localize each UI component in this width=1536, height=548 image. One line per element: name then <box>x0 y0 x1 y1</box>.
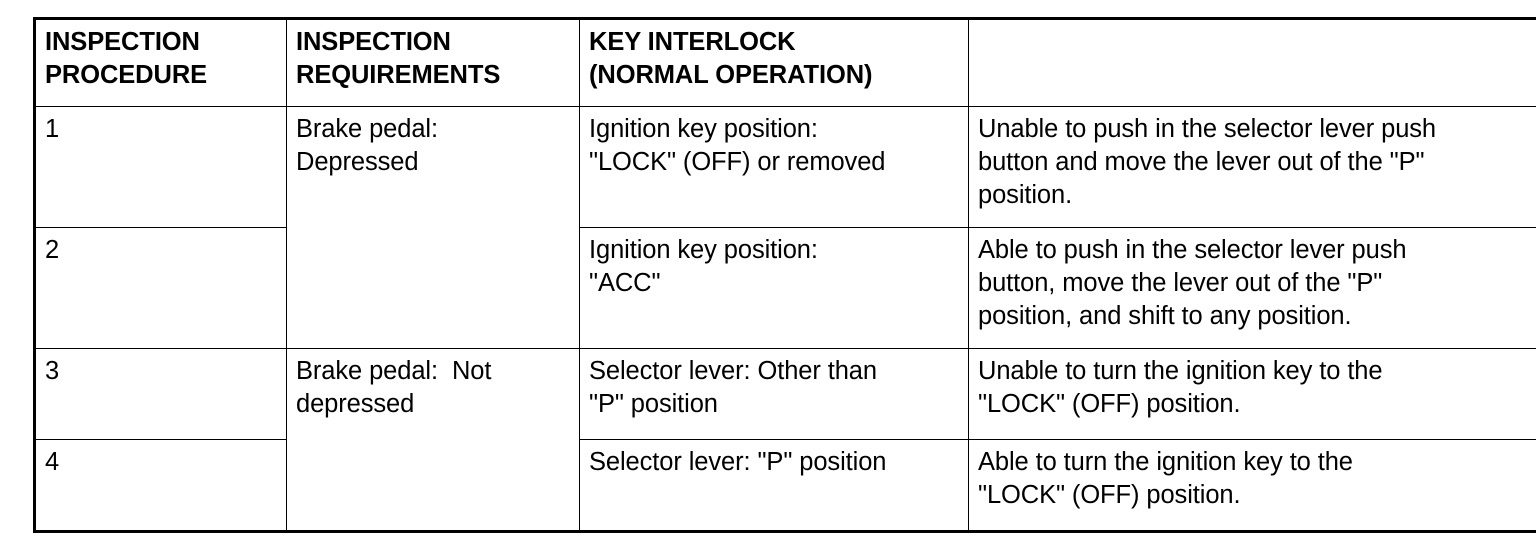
cell-requirement-brake-depressed-line-1: Brake pedal: <box>296 115 438 143</box>
cell-key-condition-1: Ignition key position: "LOCK" (OFF) or r… <box>579 106 969 228</box>
header-inspection-procedure-line-1: INSPECTION <box>45 28 200 56</box>
header-inspection-requirements: INSPECTION REQUIREMENTS <box>286 18 580 107</box>
cell-key-condition-3-line-2: "P" position <box>589 390 718 419</box>
cell-result-1-line-1: Unable to push in the selector lever pus… <box>978 115 1437 143</box>
cell-key-condition-1-line-1: Ignition key position: <box>589 115 818 143</box>
header-key-interlock-line-2: (NORMAL OPERATION) <box>589 61 873 90</box>
header-inspection-procedure: INSPECTION PROCEDURE <box>34 18 287 107</box>
cell-requirement-brake-depressed-line-2: Depressed <box>296 148 419 177</box>
cell-result-1: Unable to push in the selector lever pus… <box>968 106 1536 228</box>
table-row: 4 Selector lever: "P" position Able to t… <box>34 439 1536 532</box>
cell-key-condition-2-line-2: "ACC" <box>589 269 661 298</box>
cell-result-1-line-2: button and move the lever out of the "P" <box>978 148 1425 177</box>
cell-result-3-line-1: Unable to turn the ignition key to the <box>978 357 1383 385</box>
cell-result-1-line-3: position. <box>978 181 1073 210</box>
cell-key-condition-4-line-1: Selector lever: "P" position <box>589 448 887 476</box>
cell-procedure-4: 4 <box>34 439 287 532</box>
cell-key-condition-3: Selector lever: Other than "P" position <box>579 348 969 440</box>
header-key-interlock-continuation <box>968 18 1536 107</box>
table-row: 3 Brake pedal: Not depressed Selector le… <box>34 348 1536 532</box>
cell-key-condition-2: Ignition key position: "ACC" <box>579 227 969 349</box>
key-interlock-inspection-table: INSPECTION PROCEDURE INSPECTION REQUIREM… <box>33 17 1536 533</box>
cell-key-condition-4: Selector lever: "P" position <box>579 439 969 532</box>
cell-result-2-line-1: Able to push in the selector lever push <box>978 236 1407 264</box>
cell-result-2-line-3: position, and shift to any position. <box>978 302 1352 331</box>
header-inspection-requirements-line-2: REQUIREMENTS <box>296 61 501 90</box>
cell-result-4: Able to turn the ignition key to the "LO… <box>968 439 1536 532</box>
cell-result-3-line-2: "LOCK" (OFF) position. <box>978 390 1241 419</box>
cell-procedure-2: 2 <box>34 227 287 349</box>
cell-result-2-line-2: button, move the lever out of the "P" <box>978 269 1383 298</box>
cell-requirement-brake-not-depressed: Brake pedal: Not depressed <box>286 348 580 532</box>
table-header-row: INSPECTION PROCEDURE INSPECTION REQUIREM… <box>34 18 1536 107</box>
header-key-interlock: KEY INTERLOCK (NORMAL OPERATION) <box>579 18 969 107</box>
header-inspection-requirements-line-1: INSPECTION <box>296 28 451 56</box>
header-inspection-procedure-line-2: PROCEDURE <box>45 61 208 90</box>
table-row: 1 Brake pedal: Depressed Ignition key po… <box>34 106 1536 349</box>
cell-requirement-brake-not-depressed-line-1: Brake pedal: Not <box>296 357 492 385</box>
cell-result-4-line-1: Able to turn the ignition key to the <box>978 448 1353 476</box>
header-key-interlock-line-1: KEY INTERLOCK <box>589 28 796 56</box>
cell-procedure-3: 3 <box>34 348 287 440</box>
cell-key-condition-3-line-1: Selector lever: Other than <box>589 357 877 385</box>
cell-procedure-1: 1 <box>34 106 287 228</box>
cell-requirement-brake-not-depressed-line-2: depressed <box>296 390 415 419</box>
cell-result-4-line-2: "LOCK" (OFF) position. <box>978 481 1241 510</box>
cell-result-3: Unable to turn the ignition key to the "… <box>968 348 1536 440</box>
cell-result-2: Able to push in the selector lever push … <box>968 227 1536 349</box>
table-row: 2 Ignition key position: "ACC" Able to p… <box>34 227 1536 349</box>
cell-requirement-brake-depressed: Brake pedal: Depressed <box>286 106 580 349</box>
cell-key-condition-2-line-1: Ignition key position: <box>589 236 818 264</box>
cell-key-condition-1-line-2: "LOCK" (OFF) or removed <box>589 148 886 177</box>
